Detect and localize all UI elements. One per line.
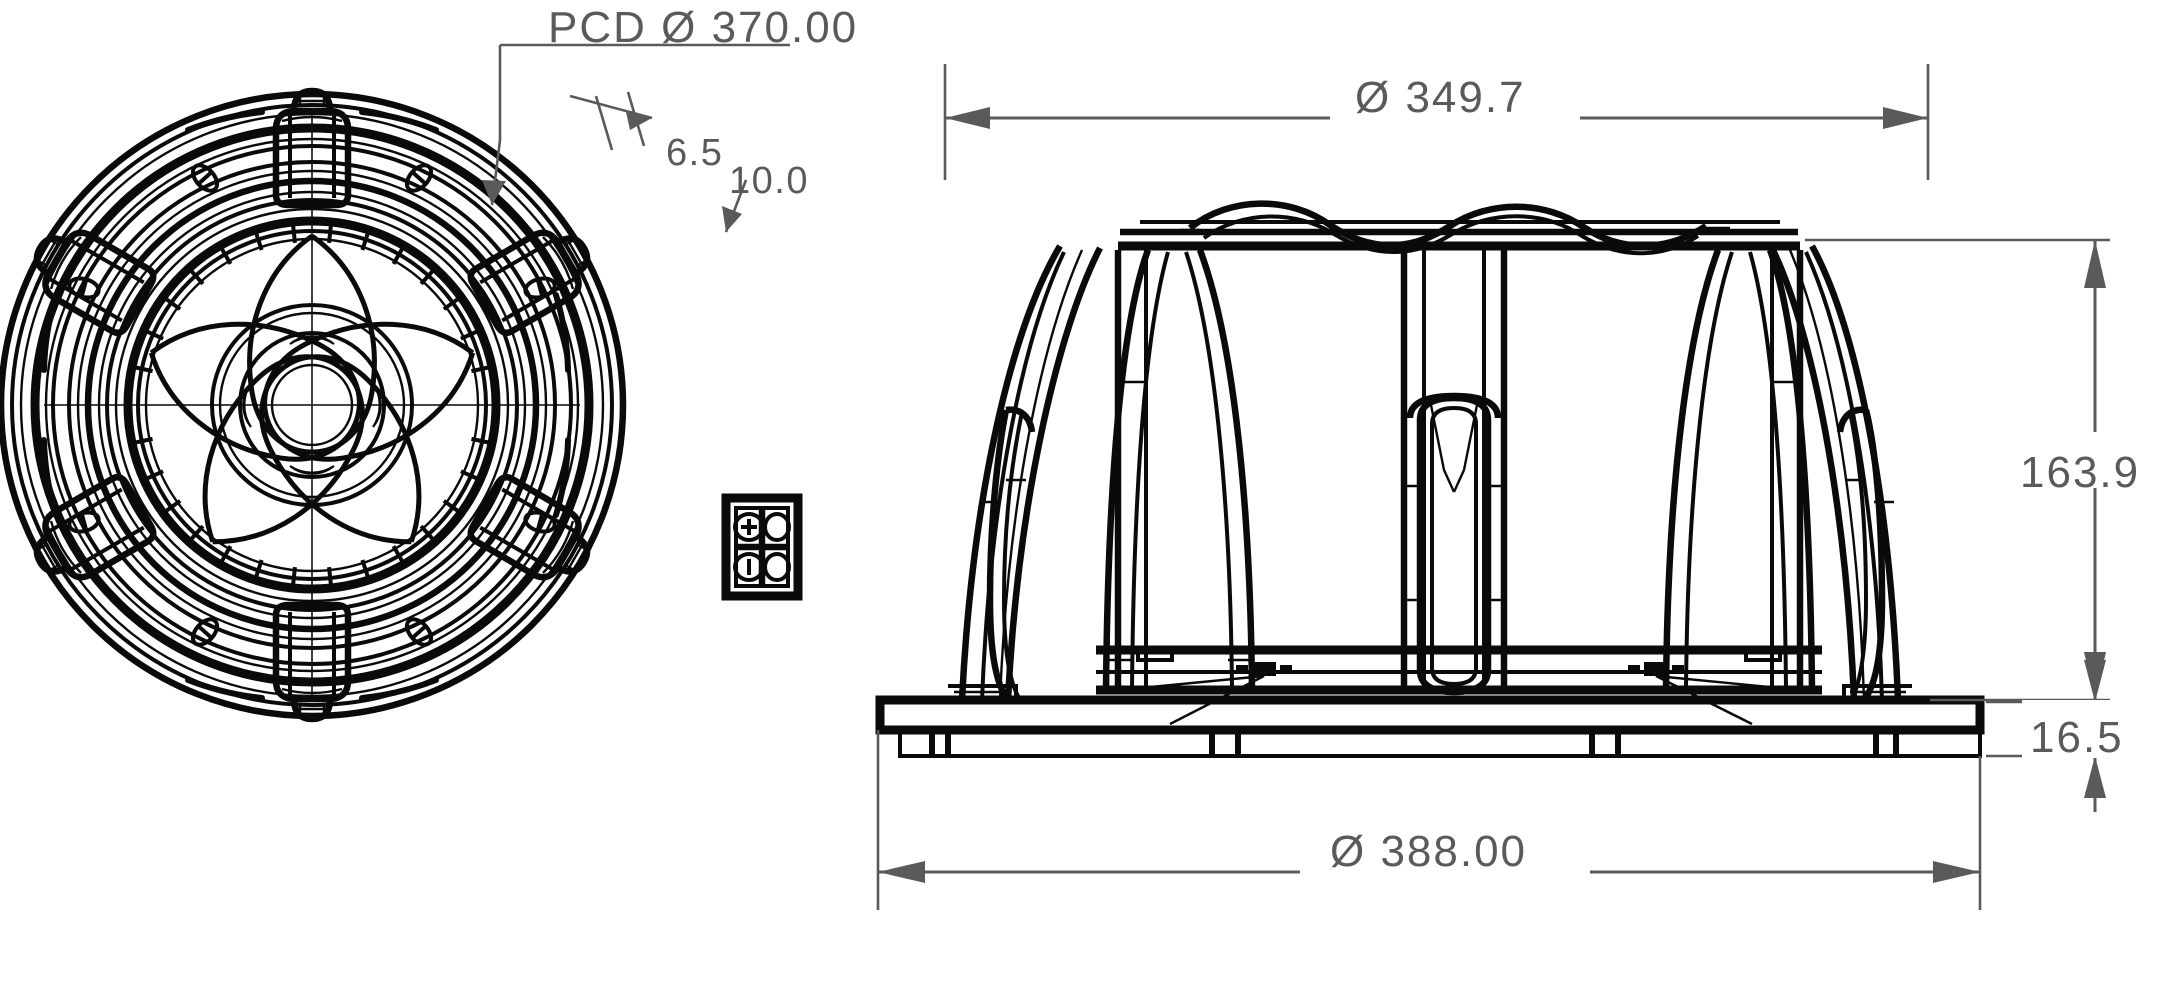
front-view: PCD Ø 370.00 6.5 10.0 [0, 3, 858, 723]
terminal-block [721, 493, 803, 601]
front-pole-vents [242, 335, 382, 475]
dimension-rim-outer: 10.0 [722, 160, 809, 233]
dimension-flange-diameter: Ø 388.00 [876, 730, 1982, 910]
front-vent-ticks [134, 224, 490, 586]
dimension-pcd: PCD Ø 370.00 [482, 3, 858, 206]
fixing-left [1169, 662, 1292, 726]
basket-diameter-label: Ø 349.7 [1355, 73, 1526, 122]
front-dustcap [210, 303, 414, 507]
side-basket-leg-left [958, 244, 1103, 705]
side-basket-leg-right [1769, 244, 1902, 705]
side-crossbar [1096, 645, 1822, 726]
dimension-basket-diameter: Ø 349.7 [943, 64, 1930, 180]
flange-diameter-label: Ø 388.00 [1330, 827, 1527, 876]
pcd-dimension-label: PCD Ø 370.00 [548, 3, 858, 52]
dimension-overall-height: 163.9 [1805, 238, 2162, 702]
side-section-view: Ø 349.7 163.9 16.5 [875, 64, 2162, 910]
side-pole-piece [1400, 248, 1508, 696]
dimension-flange-thickness: 16.5 [1986, 648, 2152, 812]
fixing-right [1628, 662, 1753, 726]
front-rim-slots [41, 109, 571, 701]
side-flange-lip-right [1842, 684, 1912, 700]
rim-outer-dimension-label: 10.0 [729, 160, 809, 202]
side-motor-body [1096, 250, 1822, 704]
side-flange-lip-left [948, 684, 1018, 700]
side-mounting-flange [875, 695, 1985, 758]
rim-inner-dimension-label: 6.5 [666, 132, 723, 174]
side-strut-left [1102, 248, 1256, 691]
overall-height-label: 163.9 [2020, 448, 2140, 497]
front-basket-rings [67, 160, 557, 650]
side-strut-right [1662, 248, 1816, 691]
side-basket-top [1118, 200, 1800, 256]
flange-thickness-label: 16.5 [2030, 713, 2124, 762]
dimension-rim-inner: 6.5 [569, 91, 723, 174]
